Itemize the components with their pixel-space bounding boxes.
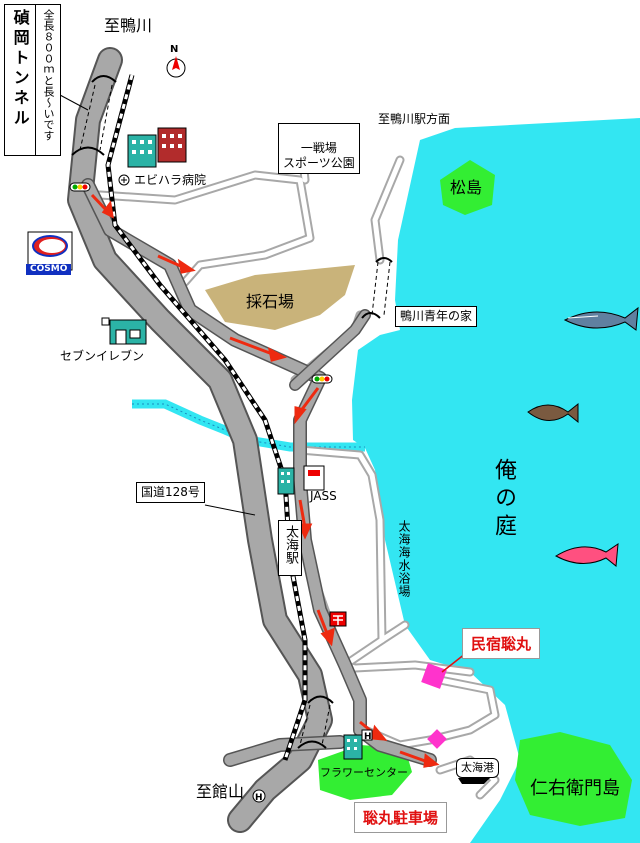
beach-text: 太海海水浴場 (397, 520, 411, 598)
sea-bream-icon (554, 543, 619, 567)
traffic-light-icon (69, 182, 91, 192)
building-icon (277, 467, 295, 495)
label-niemon: 仁右衛門島 (530, 778, 620, 799)
tunnel-name-text: 碵岡トンネル (10, 9, 30, 129)
svg-text:H: H (255, 793, 263, 803)
tunnel-note: 全長８００ｍと長～いです (41, 9, 55, 141)
hospital-symbol-icon: H (361, 729, 373, 742)
tunnel-name-box: 碵岡トンネル (4, 4, 36, 156)
north-compass-icon: N (166, 44, 186, 78)
label-sports-park: 一戦場 スポーツ公園 (278, 123, 360, 174)
flower-center-area (318, 745, 412, 800)
flatfish-icon (527, 402, 579, 424)
svg-text:H: H (364, 732, 372, 742)
label-youth-house: 鴨川青年の家 (395, 306, 478, 327)
direction-tateyama: 至館山 (196, 782, 245, 801)
quarry-area (205, 265, 355, 330)
hospital-symbol-icon: H (252, 789, 266, 803)
cosmo-logo-icon (27, 231, 73, 271)
label-cosmo: COSMO (26, 264, 72, 275)
svg-text:N: N (170, 44, 178, 55)
label-seven: セブンイレブン (60, 349, 145, 363)
fish-icon (563, 306, 639, 331)
direction-kamogawa: 至鴨川 (104, 16, 153, 35)
label-quarry: 採石場 (246, 292, 295, 311)
station-text: 太海駅 (283, 525, 299, 564)
label-route-128: 国道128号 (136, 482, 205, 503)
hospital-symbol-icon (118, 174, 130, 186)
parking-highlight[interactable]: 聡丸駐車場 (354, 802, 448, 833)
label-matsushima: 松島 (450, 178, 483, 197)
sea (352, 118, 640, 843)
convenience-store-icon (101, 317, 147, 345)
label-sea: 俺の庭 (491, 458, 516, 545)
post-office-icon (329, 611, 347, 627)
direction-kamogawa-station: 至鴨川駅方面 (378, 112, 451, 126)
traffic-light-icon (311, 374, 333, 384)
niemon-island (515, 732, 632, 826)
sea-text: 俺の庭 (491, 458, 516, 542)
tunnel-note-box: 全長８００ｍと長～いです (35, 4, 61, 156)
sports-park-text: 一戦場 スポーツ公園 (283, 141, 355, 170)
label-port: 太海港 (456, 758, 499, 778)
label-beach: 太海海水浴場 (397, 520, 411, 601)
building-icon (343, 734, 363, 760)
hospital-buildings-icon (127, 127, 187, 168)
parking-marker (427, 729, 447, 749)
label-jass: JASS (310, 489, 337, 503)
matsushima-island (440, 160, 495, 215)
inn-highlight[interactable]: 民宿聡丸 (462, 628, 541, 659)
inn-marker (421, 663, 447, 689)
label-station: 太海駅 (278, 520, 302, 576)
label-flower-center: フラワーセンター (320, 766, 408, 779)
gas-station-icon (303, 465, 325, 491)
label-ebihara: エビハラ病院 (134, 173, 207, 187)
